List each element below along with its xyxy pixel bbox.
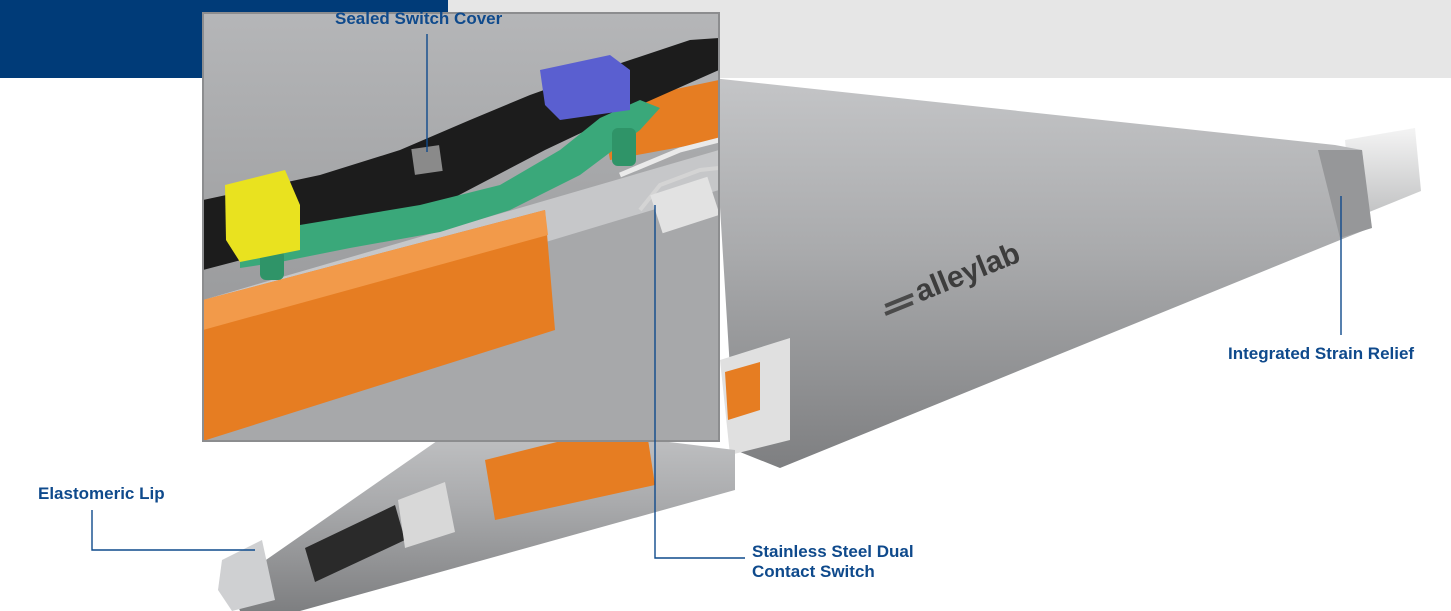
label-integrated-strain-relief: Integrated Strain Relief	[1228, 344, 1414, 364]
leader-lines	[91, 34, 1342, 559]
yellow-button	[225, 170, 300, 262]
label-elastomeric-lip-text: Elastomeric Lip	[38, 484, 165, 503]
orange-contact-bar	[203, 210, 555, 441]
leader-elastomeric-lip	[91, 510, 255, 551]
label-sealed-switch-cover: Sealed Switch Cover	[335, 9, 502, 29]
leader-dual-contact-switch	[654, 205, 745, 559]
label-integrated-strain-relief-text: Integrated Strain Relief	[1228, 344, 1415, 363]
switch-inset	[202, 12, 720, 442]
pen-tip	[218, 418, 735, 611]
label-dual-contact-switch-line1: Stainless Steel Dual	[752, 542, 914, 561]
label-dual-contact-switch: Stainless Steel Dual Contact Switch	[752, 542, 914, 582]
green-linkage	[240, 100, 660, 268]
label-dual-contact-switch-line2: Contact Switch	[752, 562, 875, 581]
pen-body: alleylab	[712, 78, 1372, 468]
blue-button	[540, 55, 630, 120]
label-elastomeric-lip: Elastomeric Lip	[38, 484, 165, 504]
label-sealed-switch-cover-text: Sealed Switch Cover	[335, 9, 503, 28]
